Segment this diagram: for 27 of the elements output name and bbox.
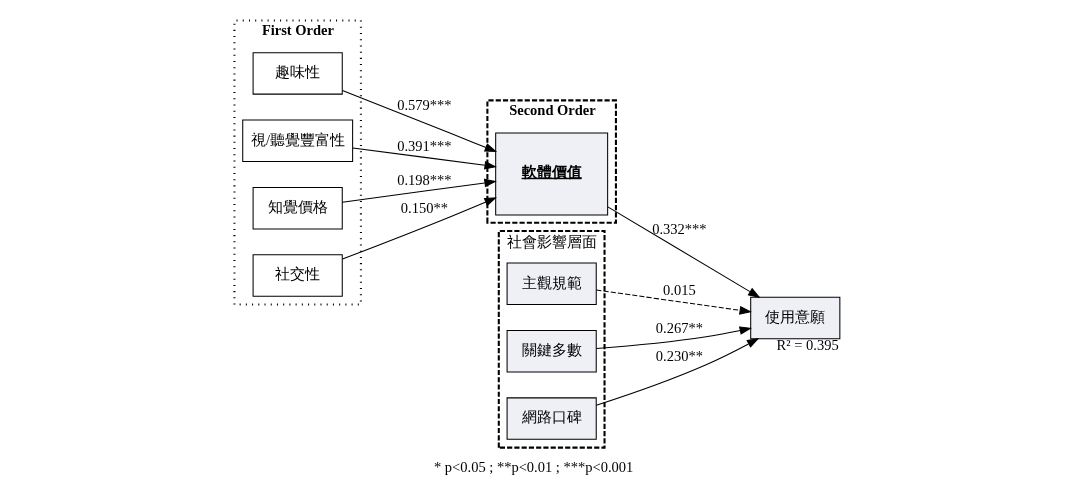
node-box: 軟體價值: [495, 132, 609, 216]
node-box: 知覺價格: [252, 186, 343, 230]
caption: * p<0.05 ; **p<0.01 ; ***p<0.001: [434, 458, 634, 475]
node-box: 關鍵多數: [506, 329, 597, 373]
edge-label: 0.198***: [397, 171, 452, 188]
arrow: [595, 338, 760, 406]
arrow: [342, 197, 497, 260]
edge-label: 0.267**: [655, 319, 703, 336]
arrow: [352, 147, 497, 170]
edge-label: 0.391***: [397, 138, 452, 155]
edge-label: 0.015: [663, 282, 696, 299]
arrow: [341, 90, 498, 153]
arrow: [595, 289, 752, 315]
edge-label: 0.332***: [652, 221, 707, 238]
arrow: [607, 206, 761, 298]
edge-label: 0.579***: [397, 96, 452, 113]
arrow: [596, 326, 753, 349]
node-box: 趣味性: [252, 52, 343, 95]
edge-label: 0.230**: [655, 347, 703, 364]
node-box: 視/聽覺豐富性: [242, 119, 354, 163]
node-box: 主觀規範: [506, 262, 597, 306]
node-label: R² = 0.395: [776, 337, 839, 354]
edge-label: 0.150**: [400, 199, 448, 216]
arrow: [341, 178, 497, 203]
node-box: 使用意願: [750, 296, 841, 340]
node-box: 網路口碑: [506, 397, 597, 440]
node-box: 社交性: [252, 254, 343, 297]
